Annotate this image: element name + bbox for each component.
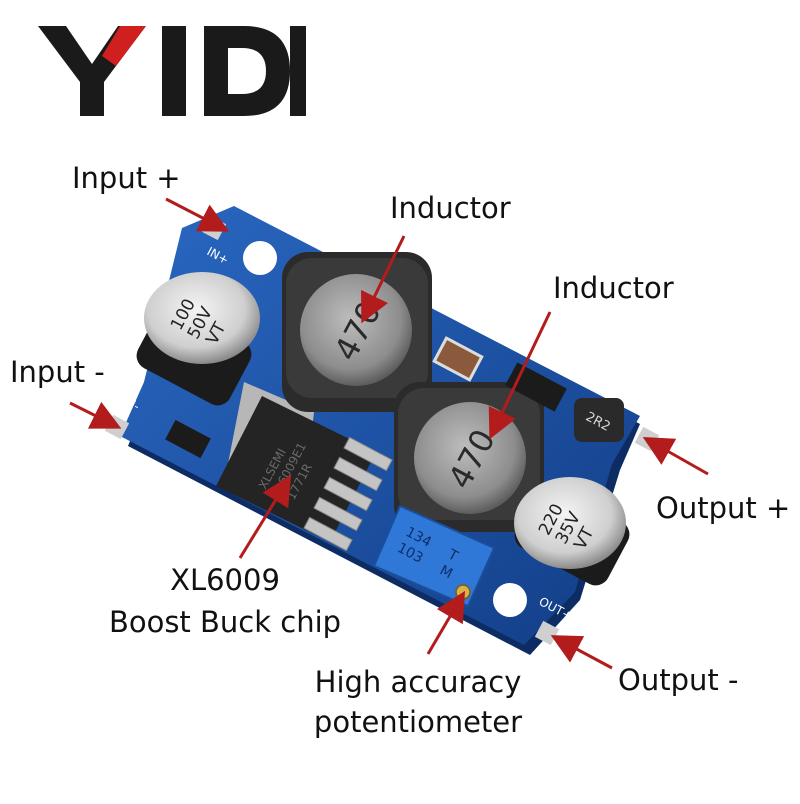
label-inductor-2: Inductor xyxy=(553,271,674,305)
annotation-arrows xyxy=(69,197,709,670)
arrow-input-minus xyxy=(69,401,122,429)
label-chip-line2: Boost Buck chip xyxy=(108,605,342,639)
xl6009-chip: XLSEMI XL6009E1 1771R xyxy=(216,382,393,552)
pad-out-plus xyxy=(634,426,660,452)
label-input-minus: Input - xyxy=(10,355,105,389)
arrow-chip xyxy=(238,474,292,559)
arrow-output-plus xyxy=(642,437,709,476)
input-diode xyxy=(165,419,211,459)
label-pot-line1: High accuracy xyxy=(314,665,522,699)
arrow-inductor-2 xyxy=(488,311,552,440)
arrow-potentiometer xyxy=(426,590,466,655)
label-output-plus: Output + xyxy=(656,491,791,525)
label-output-minus: Output - xyxy=(618,663,739,697)
output-capacitor: 220 35V VT xyxy=(514,477,630,586)
label-input-plus: Input + xyxy=(72,161,181,195)
label-chip-line1: XL6009 xyxy=(170,563,280,597)
arrow-output-minus xyxy=(550,635,613,670)
mounting-hole xyxy=(493,583,527,617)
small-inductor: 2R2 xyxy=(574,398,624,442)
inductor-1: 470 xyxy=(282,252,432,412)
silk-in-minus: IN- xyxy=(121,393,142,413)
arrow-inductor-1 xyxy=(361,235,406,324)
smd-capacitor xyxy=(432,336,484,382)
mounting-hole xyxy=(243,241,277,275)
label-pot-line2: potentiometer xyxy=(313,705,523,739)
arrow-input-plus xyxy=(165,197,230,232)
brand-logo xyxy=(38,26,306,116)
input-capacitor: 100 50V VT xyxy=(136,272,260,406)
label-inductor-1: Inductor xyxy=(390,191,511,225)
